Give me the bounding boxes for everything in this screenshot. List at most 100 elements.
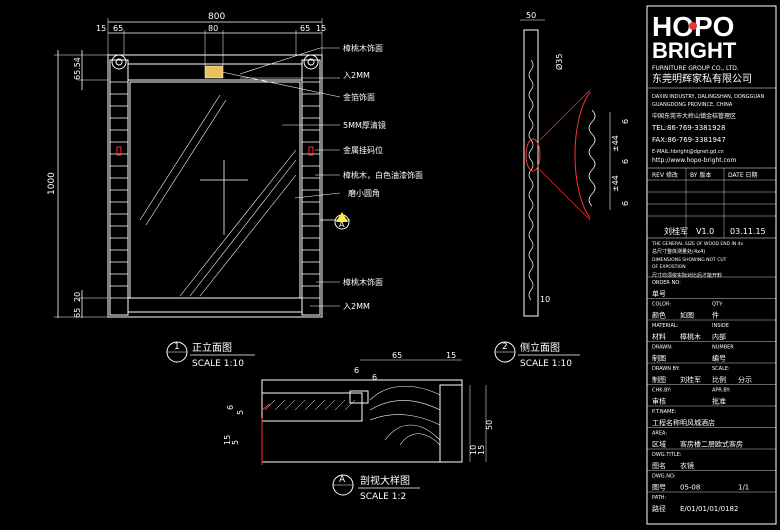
gold-leaf-panel — [204, 65, 224, 79]
section-marker-letter: A — [339, 220, 345, 229]
sec-dim-top-b: 6 — [372, 373, 377, 382]
side-elevation: 50 Ø35 10 6 ±44 6 ±44 6 2 侧立面图 SCALE 1:1… — [494, 11, 630, 369]
company-en: FURNITURE GROUP CO., LTD. — [652, 65, 739, 72]
note-white-paint: 樟桃木，白色油漆饰面 — [343, 170, 423, 180]
field-extra-label-cn: 比例 — [712, 375, 726, 384]
field-extra-label-cn: 内部 — [712, 332, 726, 341]
note-en-1: THE GENERAL SIZE OF WOOD END IN 4x — [651, 241, 744, 247]
note-hanger: 金属挂码位 — [343, 145, 383, 155]
email: E-MAIL:hbright@dgnet.gd.cn — [652, 149, 724, 155]
dim-center-width: 80 — [208, 24, 218, 33]
right-finial — [303, 54, 319, 70]
side-dim-d3: 6 — [621, 159, 630, 164]
field-extra-label-cn: 批准 — [712, 397, 726, 406]
field-label-cn: 审核 — [652, 397, 666, 406]
side-view-scale: SCALE 1:10 — [520, 359, 572, 369]
field-label-en: P.T.NAME: — [652, 409, 677, 415]
note-cherry-veneer-bottom: 樟桃木饰面 — [343, 277, 383, 287]
bottom-rail — [127, 297, 303, 313]
field-value: 客房楼二层欧式客房 — [680, 440, 743, 449]
field-label-en: MATERIAL: — [652, 323, 679, 329]
note-cn-1: 总尺寸整体测量处(4x4) — [652, 248, 705, 255]
field-label-en: DWG.TITLE: — [652, 452, 682, 458]
field-label-en: DRAWN BY: — [652, 366, 680, 372]
dim-left-post: 65 — [113, 24, 123, 33]
field-value: 刘桂军 — [680, 375, 701, 384]
dim-top-rail: 65.54 — [73, 57, 82, 80]
top-rail — [127, 63, 303, 81]
rev-header-date: DATE 日期 — [728, 171, 758, 179]
sec-dim-width-side: 15 — [446, 351, 456, 360]
side-dim-d4: ±44 — [611, 175, 620, 192]
address-cn: 中国东莞市大岭山镇金桔管理区 — [652, 112, 736, 120]
field-label-cn: 材料 — [652, 332, 666, 341]
callout-number-1: 1 — [174, 342, 180, 352]
side-dim-diameter: Ø35 — [554, 54, 564, 70]
detail-callout-small — [525, 138, 541, 172]
side-profile — [523, 29, 539, 317]
field-extra-label-en: APR.BY: — [712, 388, 731, 394]
field-label-cn: 图号 — [652, 484, 666, 492]
side-dim-d2: ±44 — [611, 135, 620, 152]
dim-right-post: 65 — [300, 24, 310, 33]
callout-letter-a: A — [339, 475, 346, 485]
title-block: HOPO BRIGHT FURNITURE GROUP CO., LTD. 东莞… — [646, 5, 777, 525]
field-label-cn: 图名 — [652, 461, 666, 470]
field-label-cn: 区域 — [652, 440, 666, 449]
field-value: 衣镜 — [680, 461, 694, 470]
field-label-en: ORDER NO: — [652, 280, 681, 286]
front-view-scale: SCALE 1:10 — [192, 359, 244, 369]
field-extra-label-en: QTY: — [712, 302, 723, 308]
dim-bottom-lower: 20 — [73, 292, 82, 302]
dim-bottom-upper: 65 — [73, 308, 82, 318]
field-label-cn: 路径 — [652, 504, 666, 513]
field-extra-label-cn: 件 — [712, 311, 719, 320]
address-en-2: GUANGDONG PROVINCE, CHINA — [652, 102, 733, 108]
note-cherry-veneer-top: 樟桃木饰面 — [343, 43, 383, 53]
dim-right-margin: 15 — [316, 24, 326, 33]
side-view-title: 侧立面图 — [520, 341, 560, 354]
field-value: 05-08 — [680, 484, 700, 492]
field-extra-label-en: NUMBER — [712, 345, 734, 351]
field-extra-value: 1/1 — [738, 484, 749, 492]
rev-by-name: 刘桂军 — [664, 226, 688, 236]
rev-version: V1.0 — [696, 227, 714, 236]
field-label-en: DWG.NO: — [652, 474, 676, 480]
left-post — [109, 59, 129, 316]
company-cn: 东莞明辉家私有限公司 — [652, 72, 752, 85]
field-extra-label-en: SCALE: — [712, 366, 730, 372]
note-cn-2: 尺寸均须依实际对比后才能开料 — [652, 272, 722, 279]
dim-height: 1000 — [47, 172, 57, 195]
side-dim-d5: 6 — [621, 201, 630, 206]
sec-dim-v-b: 15 — [477, 445, 486, 455]
field-label-cn: 工程名称 — [652, 418, 680, 427]
front-view-title: 正立面图 — [192, 341, 232, 354]
sec-dim-h-a: 5 — [236, 410, 245, 415]
dim-overall-width: 800 — [208, 12, 225, 22]
field-extra-value: 分示 — [738, 375, 752, 384]
sec-dim-v-c: 50 — [485, 420, 494, 430]
detail-callout-large — [574, 91, 591, 219]
gold-strip — [349, 390, 369, 404]
tel: TEL:86-769-3381928 — [651, 124, 725, 132]
sec-dim-top-a: 6 — [354, 366, 359, 375]
rev-header-by: BY 版本 — [690, 171, 711, 179]
sec-dim-h-top: 6 — [226, 405, 235, 410]
field-value: 樟桃木 — [680, 332, 701, 341]
hanger-mark-left — [116, 146, 122, 156]
address-en-1: DAXIN INDUSTRY, DALINGSHAN, DONGGUAN — [652, 94, 764, 100]
section-detail-title: 剖视大样图 — [360, 474, 410, 487]
left-finial — [111, 54, 127, 70]
note-gold-leaf: 金箔饰面 — [343, 92, 375, 102]
section-detail-scale: SCALE 1:2 — [360, 492, 406, 502]
frame-outline — [107, 54, 323, 318]
side-dim-top: 50 — [526, 11, 536, 20]
field-value: 如图 — [680, 311, 694, 320]
rev-header-rev: REV 修改 — [652, 171, 678, 179]
field-label-cn: 单号 — [652, 289, 666, 298]
side-dim-d1: 6 — [621, 119, 630, 124]
field-label-cn: 制图 — [652, 375, 666, 384]
field-extra-label-cn: 编号 — [712, 354, 726, 363]
mirror — [129, 81, 301, 299]
sec-dim-h-c: 15 — [223, 435, 232, 445]
